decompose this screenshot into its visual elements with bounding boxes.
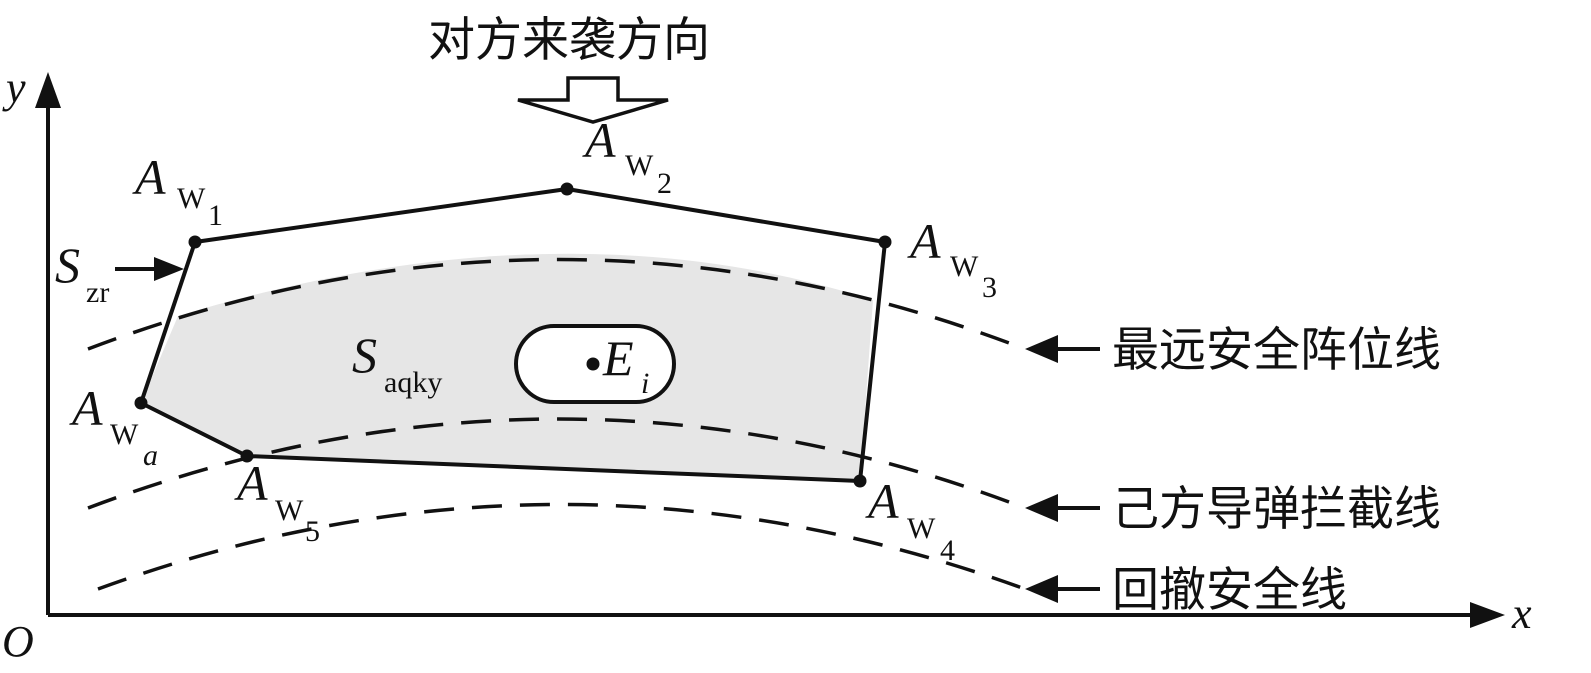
attack-direction-title: 对方来袭方向 xyxy=(428,13,710,68)
vertex-w4-label: A W 4 xyxy=(865,473,955,567)
svg-text:3: 3 xyxy=(982,271,997,304)
intercept-line-label: 己方导弹拦截线 xyxy=(1112,482,1441,537)
svg-text:W: W xyxy=(110,418,139,451)
intercept-arrowhead xyxy=(1025,494,1058,522)
vertex-w5-dot xyxy=(240,449,254,463)
vertex-w1-dot xyxy=(188,235,202,249)
svg-text:S: S xyxy=(55,237,80,293)
x-axis-arrowhead xyxy=(1470,602,1505,628)
svg-text:A: A xyxy=(907,213,941,269)
s-zr-label: S zr xyxy=(55,237,109,309)
svg-text:2: 2 xyxy=(657,167,672,200)
svg-text:S: S xyxy=(352,327,377,383)
retreat-safe-line-label: 回撤安全线 xyxy=(1112,563,1347,618)
retreat-safe-arrowhead xyxy=(1025,575,1058,603)
svg-text:A: A xyxy=(234,455,268,511)
y-axis-arrowhead xyxy=(35,72,61,108)
y-axis-label: y xyxy=(2,63,26,112)
svg-text:W: W xyxy=(625,149,654,182)
svg-text:W: W xyxy=(907,512,936,545)
vertex-w2-label: A W 2 xyxy=(582,112,672,200)
svg-text:A: A xyxy=(132,149,166,205)
attack-direction-arrow xyxy=(517,76,669,124)
vertex-w1-label: A W 1 xyxy=(132,149,223,232)
farthest-safe-arrowhead xyxy=(1025,335,1058,363)
vertex-w4-dot xyxy=(853,474,867,488)
svg-text:E: E xyxy=(602,330,634,386)
farthest-safe-line-label: 最远安全阵位线 xyxy=(1112,323,1441,378)
svg-text:4: 4 xyxy=(940,534,955,567)
vertex-wa-label: A W a xyxy=(69,380,158,472)
svg-text:aqky: aqky xyxy=(384,366,442,399)
farthest-safe-line xyxy=(87,257,1026,351)
svg-text:A: A xyxy=(69,380,103,436)
svg-text:W: W xyxy=(177,182,206,215)
svg-text:W: W xyxy=(275,494,304,527)
vertex-w3-dot xyxy=(878,235,892,249)
vertex-wa-dot xyxy=(134,396,148,410)
s-aqky-label: S aqky xyxy=(352,327,442,399)
e-i-dot xyxy=(586,357,600,371)
svg-text:5: 5 xyxy=(305,515,320,548)
svg-text:zr: zr xyxy=(86,276,109,309)
svg-text:A: A xyxy=(582,112,616,168)
x-axis-label: x xyxy=(1511,589,1532,638)
vertex-w5-label: A W 5 xyxy=(234,455,320,548)
svg-text:A: A xyxy=(865,473,899,529)
safe-region-fill xyxy=(141,253,873,481)
vertex-w2-dot xyxy=(560,182,574,196)
svg-text:i: i xyxy=(641,367,649,400)
e-i-label: E i xyxy=(602,330,649,400)
intercept-line xyxy=(87,417,1026,510)
svg-text:1: 1 xyxy=(208,199,223,232)
s-zr-arrowhead xyxy=(154,257,184,281)
svg-text:W: W xyxy=(950,250,979,283)
origin-label: O xyxy=(2,617,34,666)
vertex-w3-label: A W 3 xyxy=(907,213,997,304)
svg-text:a: a xyxy=(143,439,158,472)
